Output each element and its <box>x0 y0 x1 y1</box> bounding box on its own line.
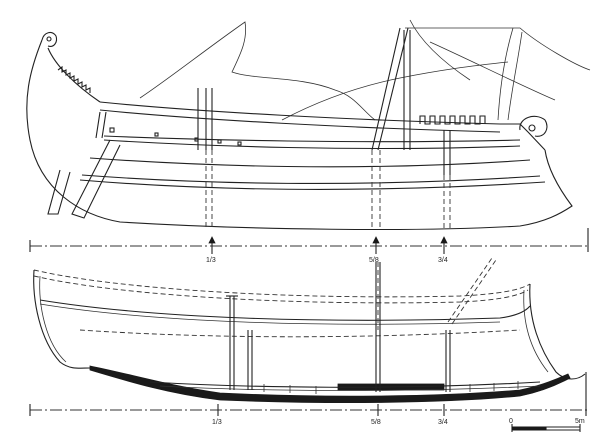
steering-oar-1 <box>47 169 71 215</box>
gunwale-base <box>103 135 521 143</box>
lower-stern-profile <box>529 283 586 380</box>
bottom-ribs <box>263 381 519 394</box>
lower-station-label-3: 3/4 <box>438 419 448 426</box>
sheer-line-dashed-2 <box>33 275 529 304</box>
mast-upper-2a <box>371 27 401 151</box>
upper-station-label-3: 3/4 <box>438 257 448 264</box>
sail-edge-2 <box>429 41 556 101</box>
gunwale-bottom <box>99 109 501 133</box>
port-5 <box>237 141 242 146</box>
scale-bar-end-label: 5m <box>575 418 585 425</box>
upper-arrowhead-3 <box>440 236 448 244</box>
bow-head <box>41 31 58 47</box>
lower-bow-inner <box>39 275 67 363</box>
sail-outline-left <box>139 21 376 121</box>
upper-station-arrows <box>208 236 448 254</box>
keel-fill <box>89 365 571 404</box>
hold-floor-2 <box>159 385 541 391</box>
wale-3 <box>81 174 541 185</box>
port-1 <box>109 127 115 133</box>
steering-oar-2 <box>71 139 121 219</box>
scale-bar <box>511 424 581 432</box>
raked-mast-a <box>447 257 493 323</box>
upper-masts <box>197 27 451 230</box>
port-4 <box>217 139 222 144</box>
stern-eye <box>528 124 536 132</box>
beam-line-dashed <box>79 329 521 338</box>
sail-edge-4 <box>507 31 523 121</box>
steering-oar-3 <box>95 111 107 139</box>
gunwale-top <box>99 101 501 125</box>
upper-station-label-1: 1/3 <box>206 257 216 264</box>
wale-2 <box>89 157 531 168</box>
upper-arrowhead-2 <box>372 236 380 244</box>
bow-crenellation <box>57 65 91 93</box>
stern-head <box>519 115 548 137</box>
hull-profile <box>26 39 573 231</box>
stern-crenellation <box>419 115 486 125</box>
sail-outline-right <box>281 61 509 121</box>
mast-upper-2b <box>377 27 409 151</box>
lower-bow-profile <box>33 269 91 369</box>
sheer-line-dashed <box>33 269 531 298</box>
lower-station-label-1: 1/3 <box>212 419 222 426</box>
bow-rail <box>47 47 101 103</box>
lower-station-label-2: 5/8 <box>371 419 381 426</box>
sail-top-line <box>405 27 591 71</box>
sail-edge-3 <box>497 27 514 121</box>
raked-mast-b <box>451 259 497 325</box>
upper-station-label-2: 5/8 <box>369 257 379 264</box>
deck-line <box>39 299 531 321</box>
hold-floor <box>149 381 541 388</box>
deck-line-inner <box>39 303 501 325</box>
lower-stern-inner <box>523 289 549 373</box>
scale-bar-start-label: 0 <box>509 418 513 425</box>
port-2 <box>154 132 159 137</box>
sail-edge-1 <box>409 19 471 81</box>
wale-1 <box>103 139 521 150</box>
lower-section: 1/3 5/8 3/4 0 5m <box>29 257 590 432</box>
upper-elevation: 1/3 5/8 3/4 <box>26 19 591 264</box>
wale-4 <box>79 179 546 190</box>
bow-eye <box>46 36 52 42</box>
stern-post <box>500 123 546 151</box>
upper-arrowhead-1 <box>208 236 216 244</box>
